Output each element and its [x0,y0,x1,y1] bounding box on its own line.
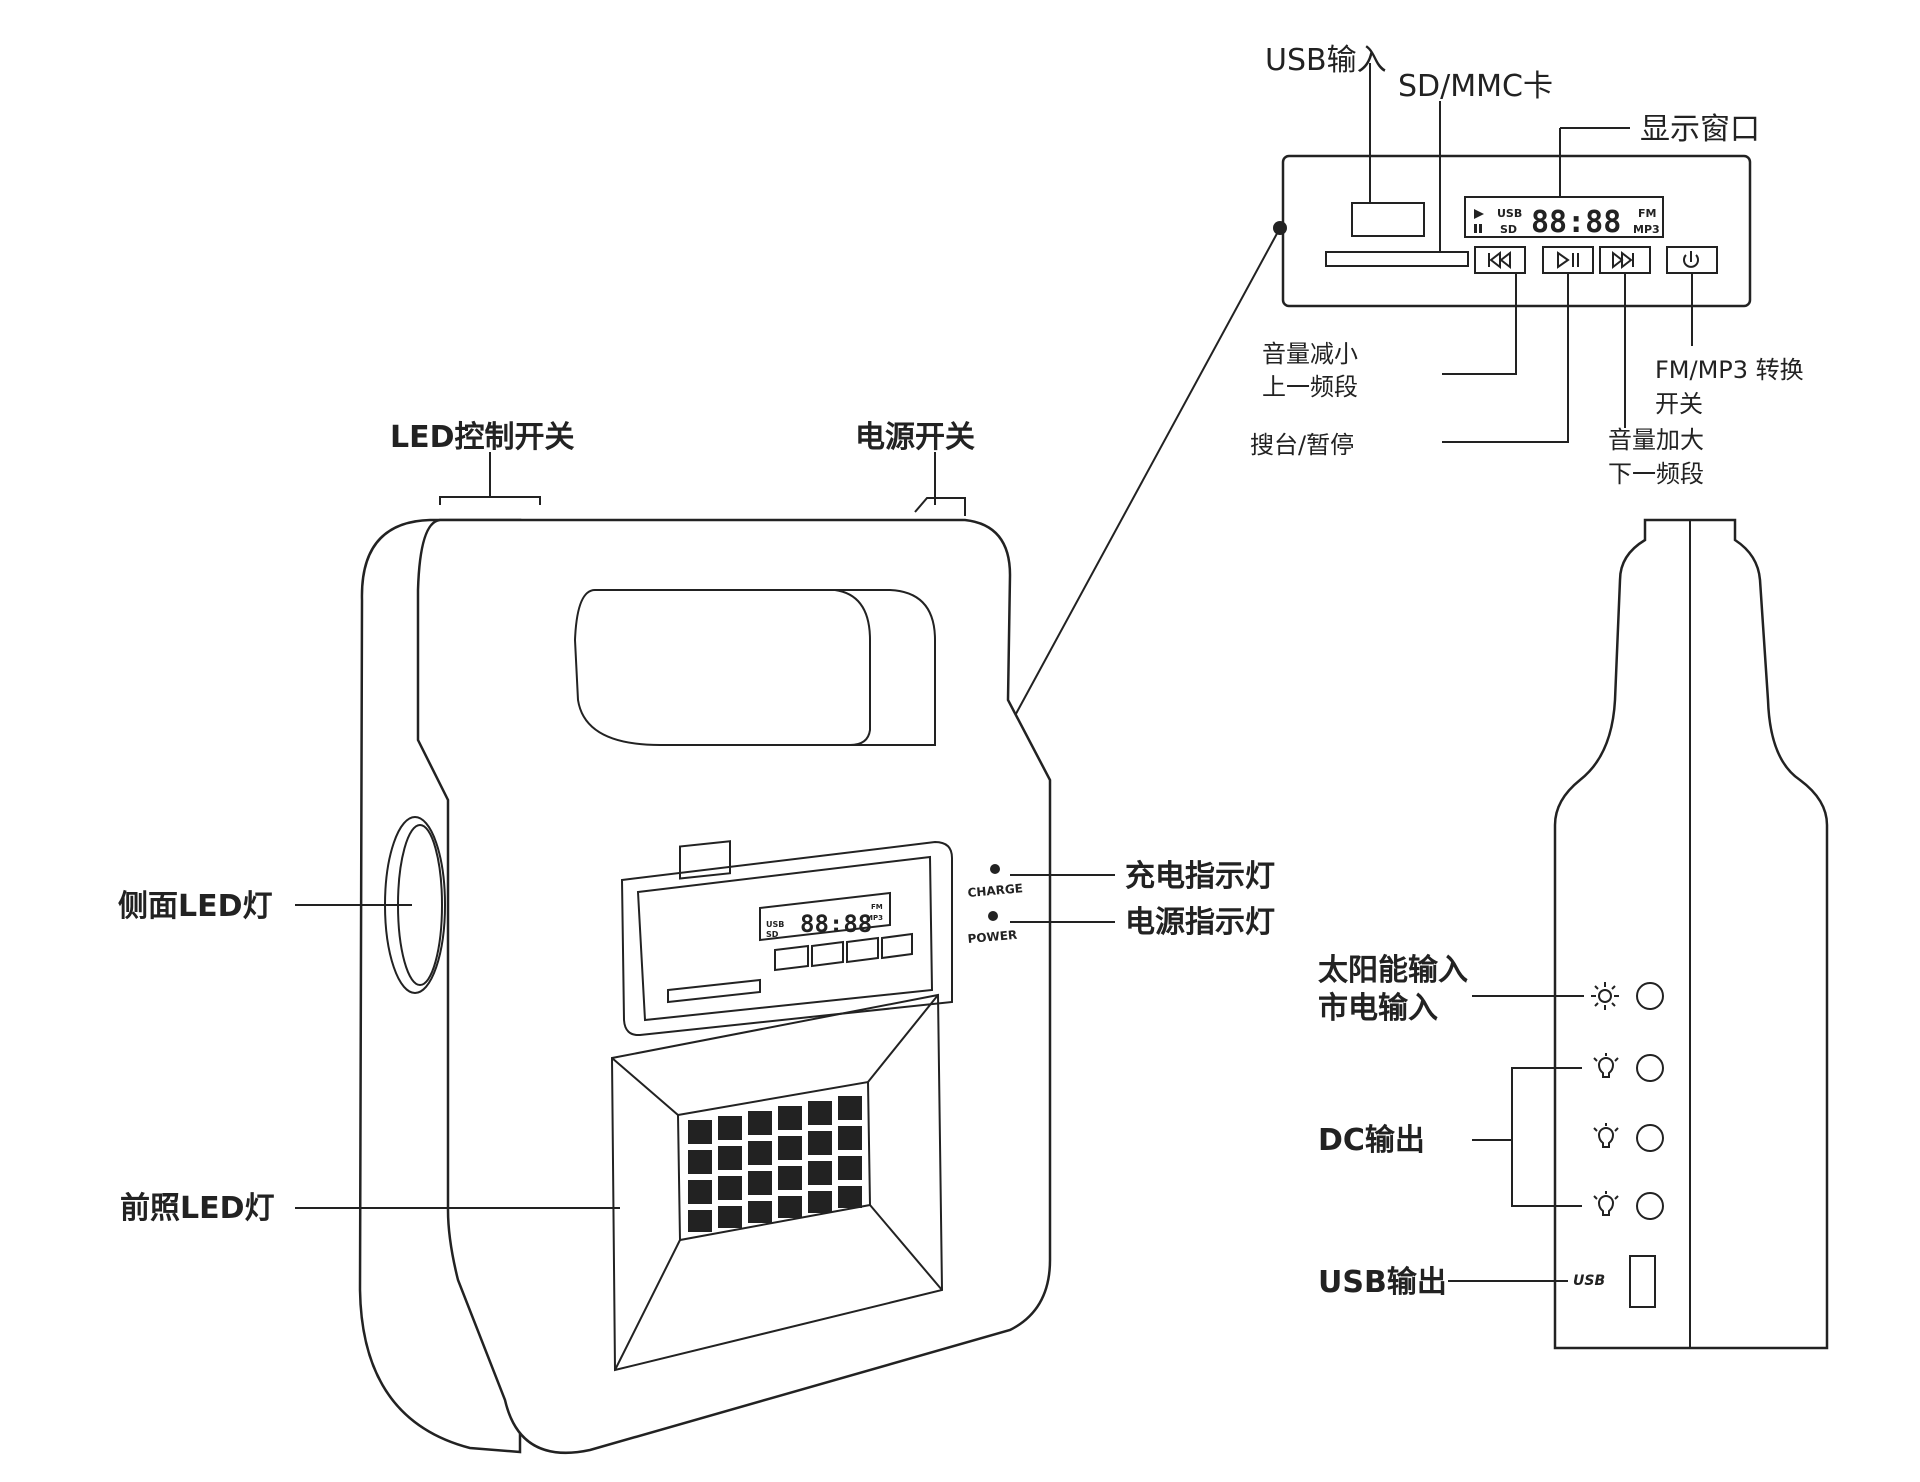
dc-port-3 [1636,1192,1664,1220]
handle-opening [573,589,936,746]
label-solar-input-1: 太阳能输入 [1318,953,1468,988]
lcd-small-sd: SD [766,930,779,939]
play-pause-icon [1557,251,1579,269]
label-side-led: 侧面LED灯 [118,889,273,924]
lcd-closeup [1464,196,1664,238]
led-switch [439,496,541,505]
bulb-icon [1593,1123,1619,1148]
label-fm-mp3-2: 开关 [1655,390,1703,418]
label-sd-mmc: SD/MMC卡 [1398,69,1553,104]
label-led-switch: LED控制开关 [390,420,575,455]
lcd-digits: 88:88 [1531,205,1621,240]
usb-port-icon-text: USB [1573,1273,1605,1289]
charge-led [990,864,1000,874]
label-display-window: 显示窗口 [1640,112,1760,147]
label-solar-input-2: 市电输入 [1318,991,1438,1026]
dc-port-2 [1636,1124,1664,1152]
lcd-small-mp3: MP3 [866,914,883,922]
lcd-sd-label: SD [1500,223,1517,236]
small-next-button [846,936,879,964]
label-dc-output: DC输出 [1318,1123,1425,1158]
solar-port [1636,982,1664,1010]
label-fm-mp3-1: FM/MP3 转换 [1655,356,1804,384]
charge-text: CHARGE [967,881,1023,900]
next-track-icon [1612,250,1634,270]
power-text: POWER [967,928,1018,946]
play-icon [1474,209,1484,219]
dc-port-1 [1636,1054,1664,1082]
device-side-view: USB [1553,518,1829,1350]
power-icon [1683,251,1699,268]
bulb-icon [1593,1053,1619,1078]
lcd-small-usb: USB [766,920,784,929]
label-vol-up-2: 下一频段 [1608,460,1704,488]
label-charge-indicator: 充电指示灯 [1125,859,1275,894]
label-usb-output: USB输出 [1318,1265,1447,1300]
lcd-small [759,891,891,942]
lcd-small-fm: FM [871,903,883,911]
lcd-small-digits: 88:88 [800,910,872,938]
usb-output-port [1629,1255,1656,1308]
small-power-button [881,932,913,960]
front-panel [620,840,953,1037]
power-switch [914,497,966,516]
small-play-button [811,940,844,968]
device-front [416,518,1052,1455]
label-search-pause: 搜台/暂停 [1250,431,1354,459]
small-prev-button [774,944,809,972]
label-vol-up-1: 音量加大 [1608,426,1704,454]
label-vol-down-2: 上一频段 [1262,373,1358,401]
front-led-grid [688,1096,862,1232]
label-power-indicator: 电源指示灯 [1125,905,1275,940]
label-front-led: 前照LED灯 [120,1191,275,1226]
front-leaders [295,452,1115,1209]
lcd-mp3-label: MP3 [1633,223,1660,236]
power-led [988,911,998,921]
lcd-fm-label: FM [1638,207,1656,220]
prev-button-closeup [1474,246,1526,274]
label-vol-down-1: 音量减小 [1262,340,1358,368]
panel-closeup: USB SD 88:88 FM MP3 [1281,154,1752,308]
bulb-icon [1593,1191,1619,1216]
sun-icon [1591,982,1619,1010]
side-leaders [1448,995,1584,1282]
label-power-switch: 电源开关 [855,420,975,455]
prev-track-icon [1488,250,1511,270]
label-usb-input: USB输入 [1265,43,1387,78]
device-front-view: USB SD 88:88 FM MP3 CHARGE POWER [358,496,1052,1455]
lcd-usb-label: USB [1497,207,1522,220]
